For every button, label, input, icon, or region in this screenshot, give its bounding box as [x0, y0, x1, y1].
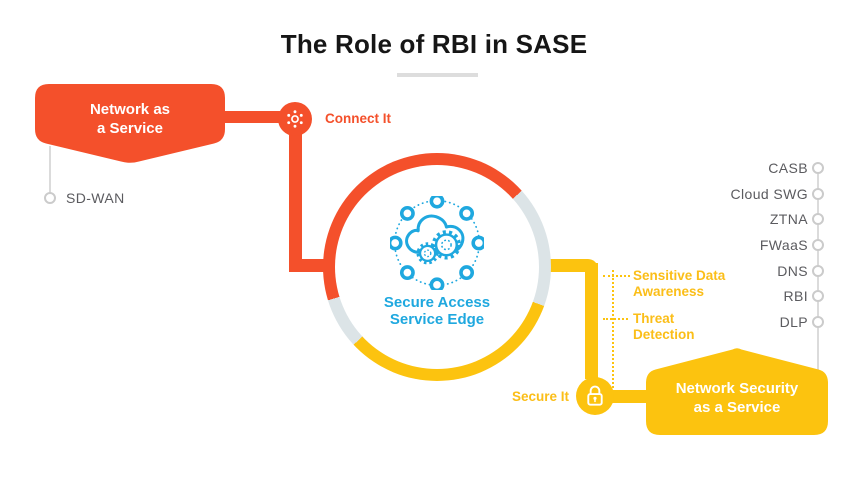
sdwan-node — [44, 192, 56, 204]
annotation-threat-detection: Threat Detection — [633, 311, 695, 342]
naas-banner-shape — [35, 84, 225, 163]
connector-orange-to-ring — [289, 259, 334, 272]
service-label-dlp: DLP — [779, 314, 808, 330]
service-label-dns: DNS — [777, 263, 808, 279]
nsaas-banner-shape — [646, 348, 828, 435]
sase-label: Secure Access Service Edge — [383, 294, 491, 328]
service-node-ztna — [812, 213, 824, 225]
nsaas-banner-label: Network Security as a Service — [675, 380, 799, 416]
service-node-cloud-swg — [812, 188, 824, 200]
connect-it-label: Connect It — [325, 111, 391, 126]
service-label-casb: CASB — [768, 160, 808, 176]
annotation-dotted-stub-2 — [603, 318, 628, 320]
service-label-ztna: ZTNA — [769, 211, 808, 227]
annotation-dotted-stub-1 — [603, 275, 630, 277]
connector-orange-banner-to-hub — [222, 111, 280, 123]
sdwan-connector-line — [49, 146, 51, 194]
cloud-gears-icon — [387, 193, 487, 293]
service-node-dns — [812, 265, 824, 277]
service-label-cloud-swg: Cloud SWG — [730, 186, 808, 202]
nsaas-banner: Network Security as a Service — [646, 348, 828, 435]
service-node-dlp — [812, 316, 824, 328]
annotation-sensitive-data: Sensitive Data Awareness — [633, 268, 726, 299]
service-label-rbi: RBI — [783, 288, 808, 304]
connector-yellow-to-banner — [610, 390, 650, 403]
title-underline — [397, 73, 478, 77]
sdwan-label: SD-WAN — [66, 190, 125, 206]
connector-orange-vertical — [289, 130, 302, 272]
service-label-fwaas: FWaaS — [759, 237, 808, 253]
page-title: The Role of RBI in SASE — [280, 29, 588, 59]
naas-banner-label: Network as a Service — [89, 101, 171, 137]
service-node-fwaas — [812, 239, 824, 251]
secure-it-label: Secure It — [511, 389, 569, 404]
lock-icon — [587, 385, 603, 406]
service-node-casb — [812, 162, 824, 174]
connector-yellow-vertical — [585, 263, 598, 379]
service-node-rbi — [812, 290, 824, 302]
annotation-dotted-vertical-line — [612, 270, 614, 388]
lock-node — [576, 377, 614, 415]
naas-banner: Network as a Service — [35, 84, 225, 168]
network-hub-node — [278, 102, 312, 136]
network-hub-icon — [287, 110, 303, 128]
